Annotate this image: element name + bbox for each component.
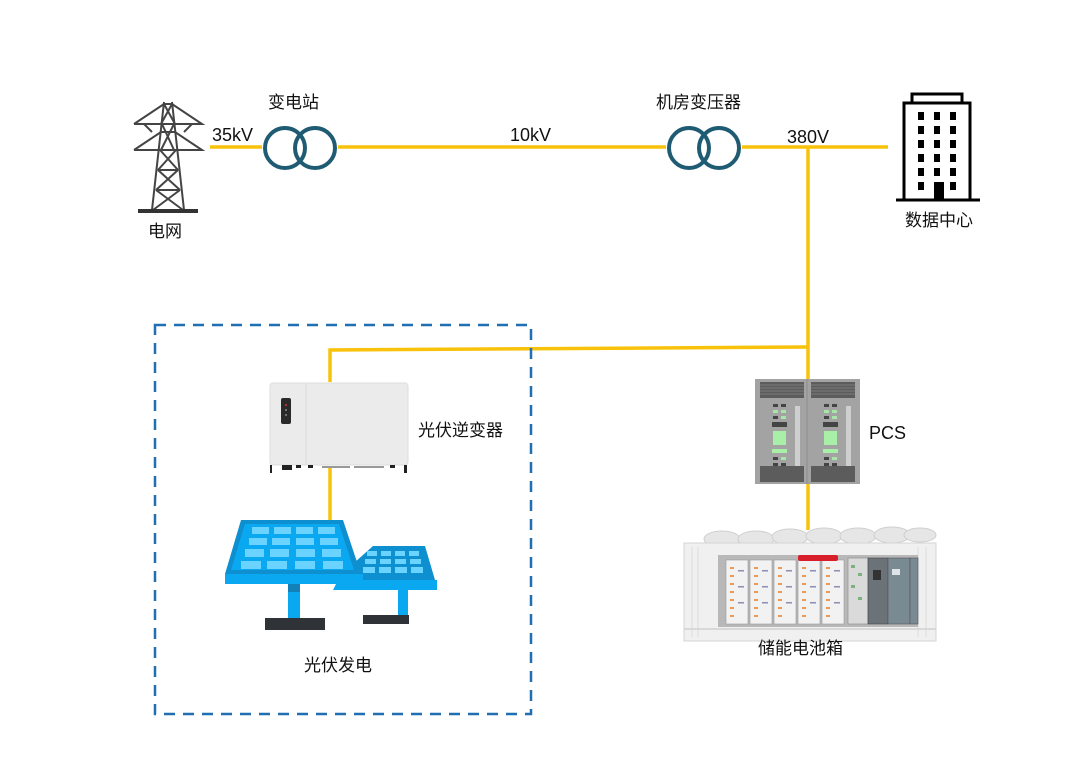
voltage-label-380v: 380V bbox=[787, 127, 830, 147]
battery-label: 储能电池箱 bbox=[758, 639, 843, 659]
voltage-label-35kv: 35kV bbox=[212, 125, 254, 145]
grid-label: 电网 bbox=[148, 222, 182, 242]
pcs-label: PCS bbox=[869, 423, 907, 443]
transmission-tower-icon bbox=[133, 101, 206, 213]
battery-container-icon bbox=[683, 526, 937, 642]
battery-racks bbox=[725, 559, 845, 625]
substation-label: 变电站 bbox=[268, 93, 319, 113]
pv-system-boundary bbox=[153, 323, 533, 716]
power-lines bbox=[210, 145, 888, 530]
pv-inverter-label: 光伏逆变器 bbox=[418, 421, 503, 441]
pcs-cabinet-left bbox=[760, 382, 804, 482]
solar-panel-icon bbox=[225, 520, 437, 630]
inverter-icon bbox=[269, 382, 409, 473]
voltage-label-10kv: 10kV bbox=[510, 125, 552, 145]
line-to-pv-inverter bbox=[328, 345, 809, 382]
pcs-cabinet-right bbox=[811, 382, 855, 482]
pv-generation-label: 光伏发电 bbox=[304, 656, 372, 676]
substation-transformer-icon bbox=[263, 126, 337, 170]
room-transformer-label: 机房变压器 bbox=[656, 93, 741, 113]
room-transformer-icon bbox=[667, 126, 741, 170]
pcs-cabinet-icon bbox=[755, 379, 860, 484]
building-icon bbox=[896, 92, 980, 202]
datacenter-label: 数据中心 bbox=[905, 211, 973, 231]
